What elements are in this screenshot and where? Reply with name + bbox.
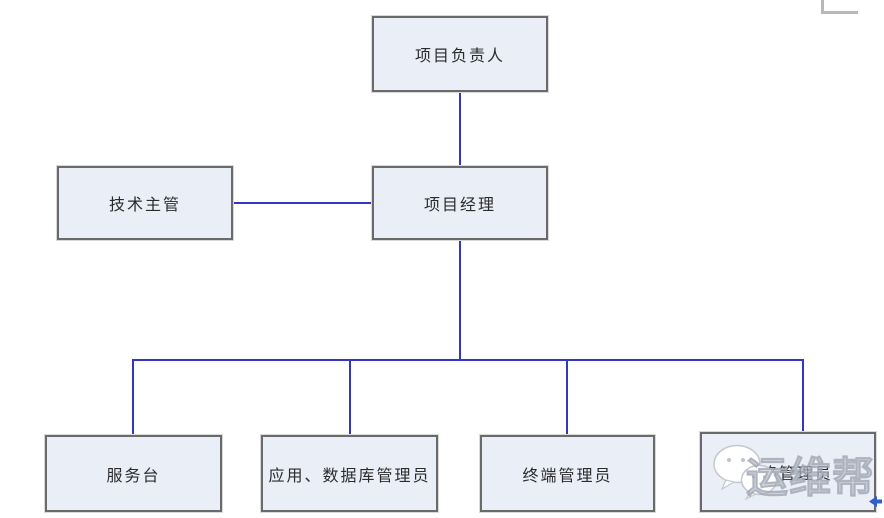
node-label-service-desk: 服务台 (106, 465, 161, 485)
connector-drop-service-desk (132, 359, 134, 435)
node-project-leader: 项目负责人 (372, 16, 548, 92)
node-project-manager: 项目经理 (372, 166, 548, 240)
node-service-desk: 服务台 (45, 435, 222, 512)
node-label-project-leader: 项目负责人 (414, 46, 505, 65)
connector-manager-to-bus (459, 240, 461, 360)
connector-drop-app-db-admin (349, 359, 351, 435)
node-app-db-admin: 应用、数据库管理员 (261, 435, 438, 512)
connector-drop-terminal-admin (566, 359, 568, 435)
node-terminal-admin: 终端管理员 (480, 435, 655, 512)
frame-corner-vertical (821, 0, 824, 12)
node-tech-supervisor: 技术主管 (57, 166, 233, 240)
node-label-project-manager: 项目经理 (423, 195, 496, 214)
connector-leader-to-manager (459, 92, 461, 166)
connector-bus-horizontal (132, 359, 804, 361)
blue-arrow-icon (869, 496, 882, 507)
node-network-admin: 网络管理员 (700, 432, 876, 512)
frame-corner-horizontal (821, 11, 858, 14)
node-label-tech-supervisor: 技术主管 (108, 195, 181, 214)
node-label-network-admin: 网络管理员 (742, 464, 833, 483)
node-label-terminal-admin: 终端管理员 (522, 465, 613, 485)
connector-tech-to-manager (233, 202, 372, 204)
connector-drop-network-admin (802, 359, 804, 432)
node-label-app-db-admin: 应用、数据库管理员 (268, 465, 431, 485)
